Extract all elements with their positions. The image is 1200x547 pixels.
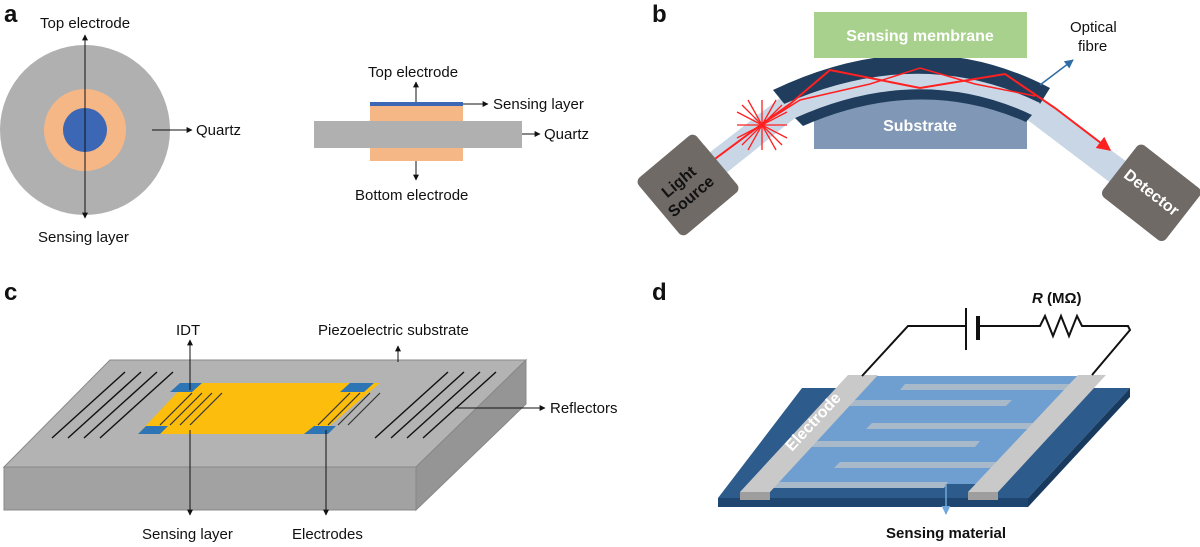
- detector-box: Detector: [1101, 144, 1200, 241]
- electrode-left: [740, 375, 878, 492]
- label-side-quartz: Quartz: [544, 126, 589, 143]
- reflectors-left: [51, 371, 174, 439]
- idt-fingers-left: [159, 392, 223, 426]
- panel-c-letter: c: [4, 279, 17, 306]
- label-reflectors: Reflectors: [550, 400, 618, 417]
- reflectors-right: [374, 371, 497, 439]
- label-bottom-electrode: Bottom electrode: [355, 187, 468, 204]
- laser-burst: [736, 99, 788, 151]
- light-source-box: Light Source: [637, 134, 739, 236]
- substrate-side-face: [415, 358, 527, 512]
- board-side: [1028, 388, 1130, 507]
- panel-c: c: [2, 279, 618, 543]
- panel-b-letter: b: [652, 1, 667, 28]
- side-top-electrode: [370, 106, 463, 121]
- side-sensing-layer: [370, 102, 463, 106]
- label-quartz-left: Quartz: [196, 122, 241, 139]
- label-sensing-layer-bottom: Sensing layer: [38, 229, 129, 246]
- light-source-nozzle: [685, 145, 730, 192]
- label-side-top-electrode: Top electrode: [368, 64, 458, 81]
- label-piezo-substrate: Piezoelectric substrate: [318, 322, 469, 339]
- sensing-membrane-block: [814, 12, 1027, 58]
- electrode-right: [968, 375, 1106, 492]
- label-sensing-membrane: Sensing membrane: [846, 28, 994, 45]
- interdigitated-fingers: [770, 384, 1075, 488]
- board-front: [718, 498, 1028, 507]
- laser-path-lower: [761, 67, 1036, 125]
- electrode-pad-4: [304, 426, 336, 434]
- fibre-right-segment: [1025, 98, 1138, 190]
- label-sensing-layer-c: Sensing layer: [142, 526, 233, 543]
- side-bottom-electrode: [370, 148, 463, 161]
- electrode-pad-3: [340, 383, 374, 392]
- label-resistance-symbol: R: [1032, 290, 1043, 307]
- panel-d-letter: d: [652, 279, 667, 306]
- arrow-optical-fibre: [1039, 59, 1074, 86]
- label-sensing-material: Sensing material: [886, 525, 1006, 542]
- label-resistance: R (MΩ): [1032, 290, 1082, 307]
- label-idt: IDT: [176, 322, 200, 339]
- idt-fingers-right: [317, 392, 381, 426]
- electrode-left-edge: [740, 492, 770, 500]
- panel-a-letter: a: [4, 1, 18, 28]
- fibre-inner-cladding: [795, 89, 1032, 126]
- fibre-outer-cladding: [773, 54, 1050, 106]
- panel-d: d Electrode R (MΩ) Sen: [652, 279, 1132, 542]
- electrode-right-edge: [968, 492, 998, 500]
- detector-body: [1101, 144, 1200, 241]
- wire-left: [861, 325, 965, 377]
- electrode-pad-2: [138, 426, 168, 434]
- electrode-pad-1: [170, 383, 202, 392]
- label-optical-line1: Optical: [1070, 19, 1117, 36]
- label-electrodes: Electrodes: [292, 526, 363, 543]
- label-side-sensing-layer: Sensing layer: [493, 96, 584, 113]
- label-substrate: Substrate: [883, 118, 957, 135]
- side-quartz: [314, 121, 522, 148]
- panel-a: a Top electrode Quartz Sensing layer Top…: [0, 1, 589, 246]
- wire-right-resistor: [978, 313, 1132, 376]
- label-resistance-unit: (MΩ): [1043, 290, 1082, 307]
- label-top-electrode: Top electrode: [40, 15, 130, 32]
- label-optical-line2: fibre: [1078, 38, 1107, 55]
- substrate-front-face: [3, 466, 417, 511]
- panel-b: b Sensing membrane Substrate O: [637, 1, 1200, 241]
